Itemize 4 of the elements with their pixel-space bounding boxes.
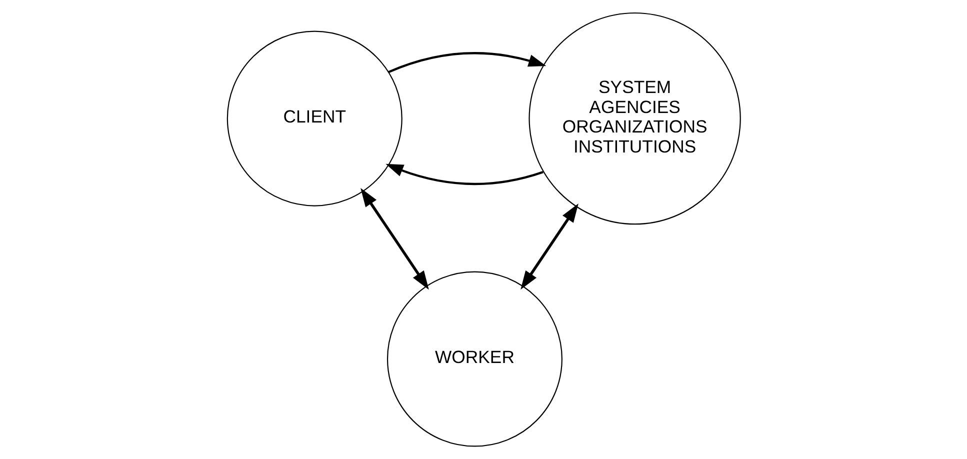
arrow — [388, 52, 546, 74]
arrow — [520, 204, 578, 290]
arrow — [385, 164, 543, 186]
arrow — [360, 188, 428, 290]
